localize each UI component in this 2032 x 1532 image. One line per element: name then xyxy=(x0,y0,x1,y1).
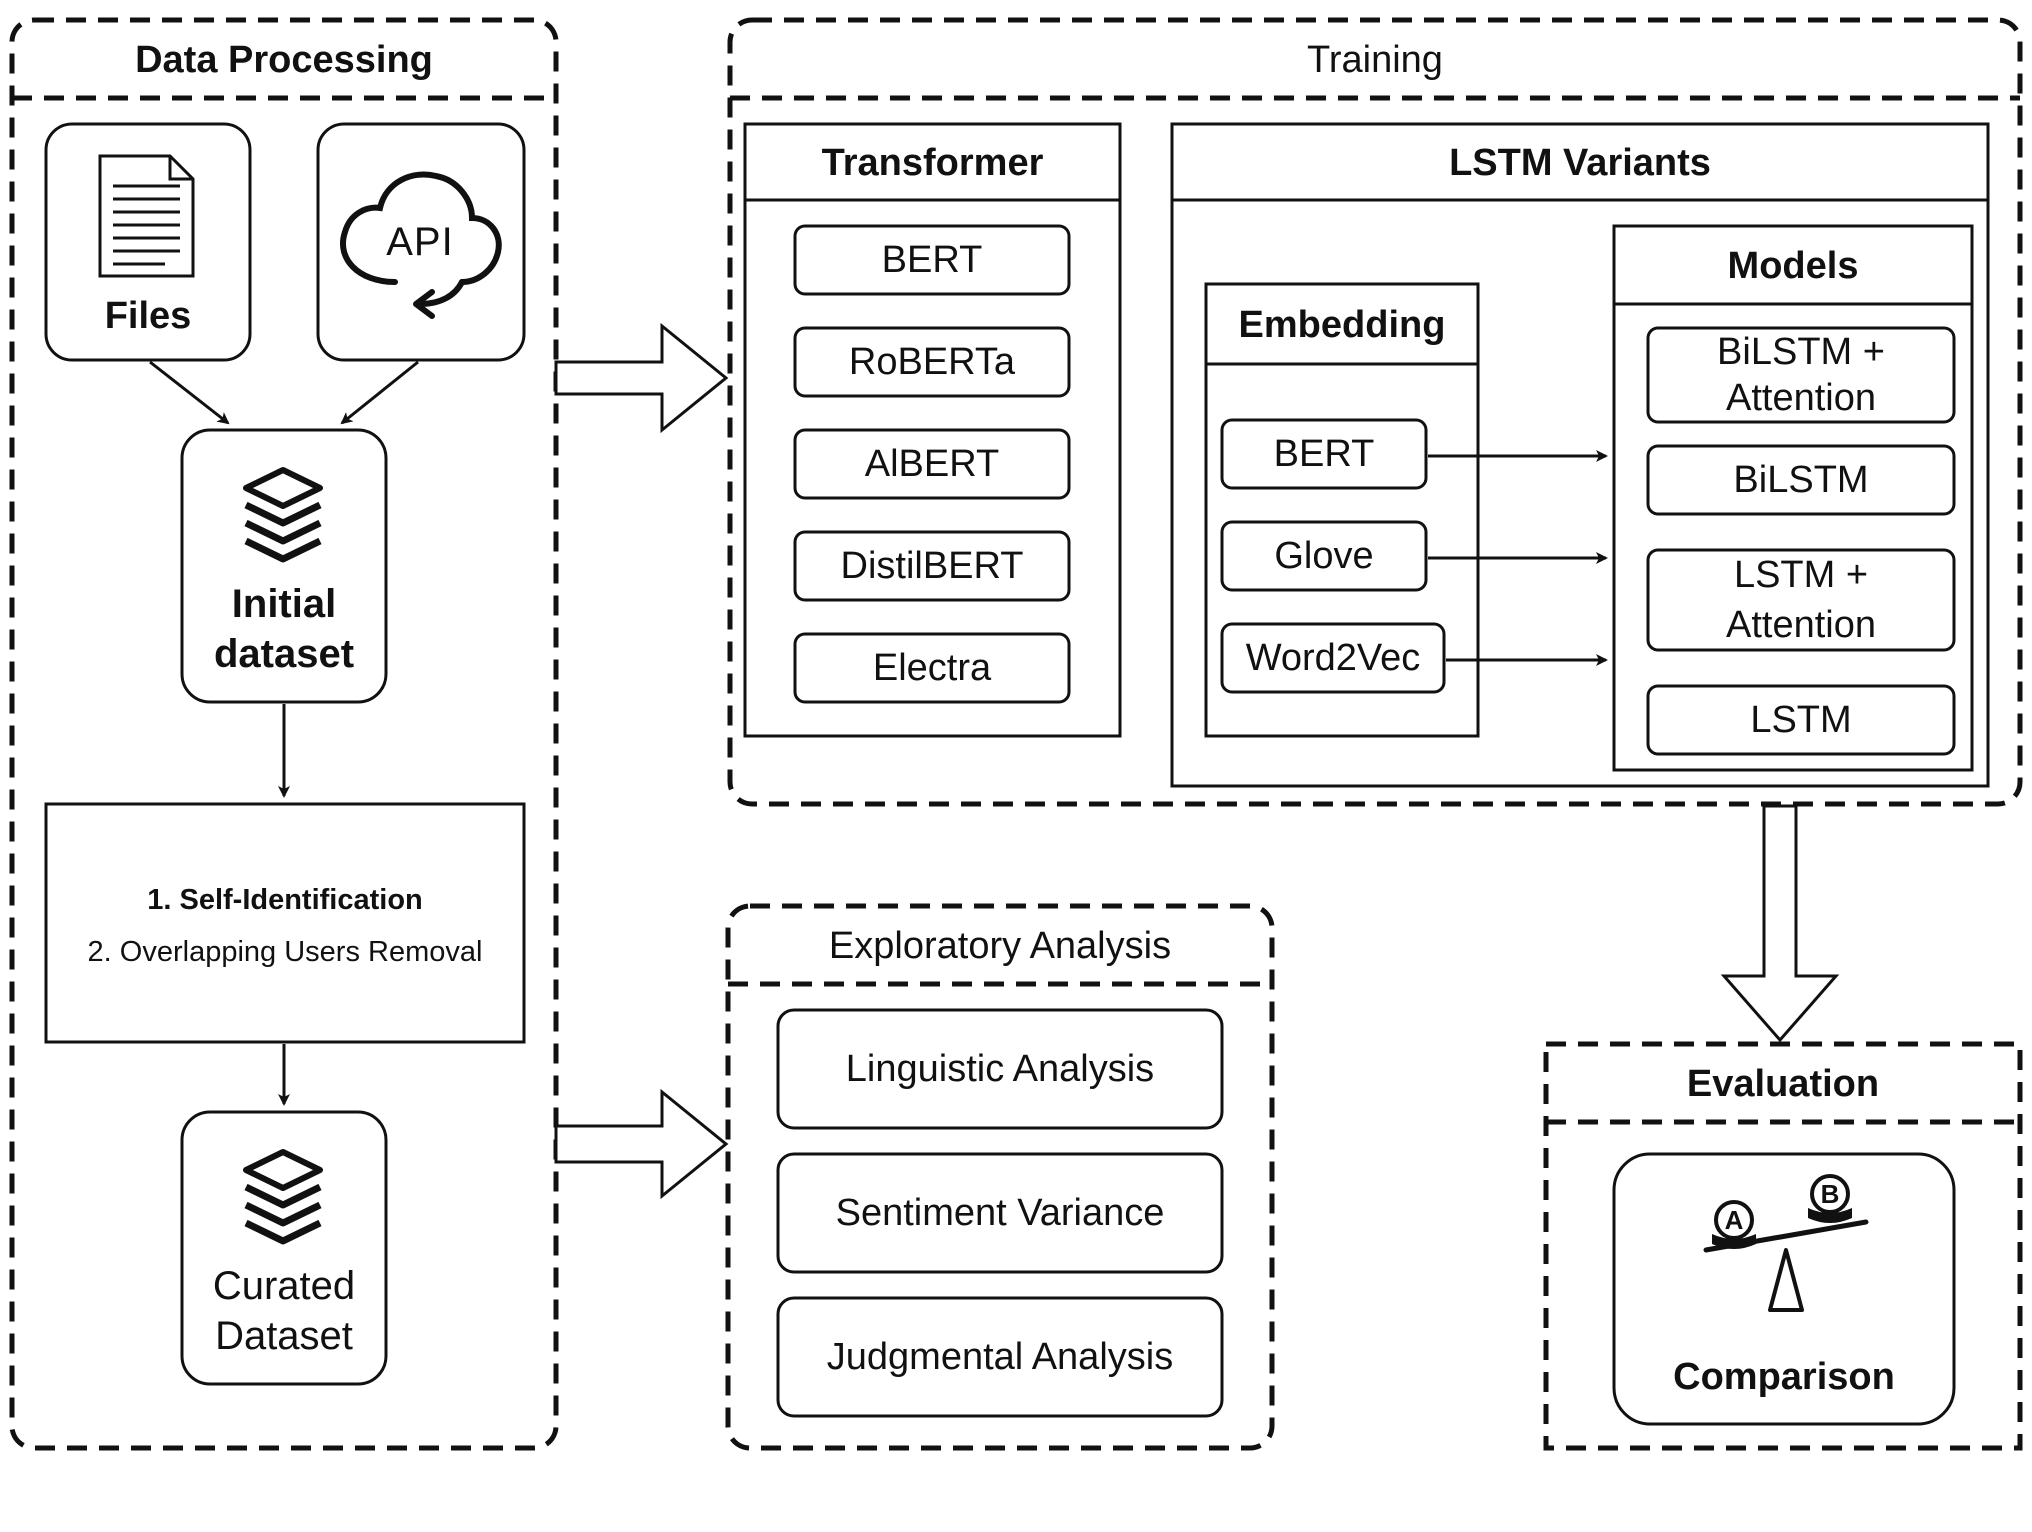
layers-icon-initial xyxy=(243,467,323,563)
api-label: API xyxy=(386,219,454,264)
models-title: Models xyxy=(1727,244,1859,287)
initial-dataset-label-line2: dataset xyxy=(213,631,355,676)
analysis-linguistic: Linguistic Analysis xyxy=(845,1047,1155,1090)
arrow-files-to-initial xyxy=(149,360,230,425)
transformer-model-box-bert xyxy=(793,224,1071,296)
embedding-item-box-bert xyxy=(1220,418,1428,490)
step-self-identification: 1. Self-Identification xyxy=(147,883,423,916)
cloud-icon xyxy=(340,171,502,319)
step-overlapping-users-removal: 2. Overlapping Users Removal xyxy=(87,935,483,968)
embedding-item-bert: BERT xyxy=(1273,432,1375,475)
arrow-to-exploratory xyxy=(554,1088,729,1200)
arrow-to-training xyxy=(554,322,729,434)
lstm-model-bilstm: BiLSTM xyxy=(1733,458,1869,501)
transformer-model-box-electra xyxy=(793,632,1071,704)
transformer-model-box-distilbert xyxy=(793,530,1071,602)
curated-dataset-box xyxy=(180,1110,388,1386)
curated-dataset-label-line1: Curated xyxy=(212,1263,356,1308)
training-title: Training xyxy=(1307,38,1443,81)
curated-dataset-label-line2: Dataset xyxy=(215,1313,353,1358)
embedding-item-box-glove xyxy=(1220,520,1428,592)
lstm-model-bilstm-attention-line2: Attention xyxy=(1726,376,1876,419)
lstm-variants-title: LSTM Variants xyxy=(1449,141,1711,184)
balance-scale-icon xyxy=(1703,1174,1869,1312)
embedding-item-glove: Glove xyxy=(1274,534,1374,577)
lstm-model-bilstm-attention-line1: BiLSTM + xyxy=(1717,330,1885,373)
lstm-model-box-lstm-attention xyxy=(1646,548,1956,652)
data-processing-title: Data Processing xyxy=(135,38,433,81)
exploratory-analysis-title: Exploratory Analysis xyxy=(828,924,1172,967)
layers-icon-curated xyxy=(243,1149,323,1245)
transformer-model-electra: Electra xyxy=(872,646,992,689)
scale-label-b: B xyxy=(1820,1178,1840,1209)
evaluation-panel xyxy=(1543,1041,2023,1451)
transformer-model-albert: AlBERT xyxy=(864,442,1000,485)
analysis-judgmental: Judgmental Analysis xyxy=(826,1335,1174,1378)
arrow-api-to-initial xyxy=(340,360,419,425)
embedding-title: Embedding xyxy=(1238,303,1446,346)
lstm-model-box-lstm xyxy=(1646,684,1956,756)
lstm-model-box-bilstm-attention xyxy=(1646,326,1956,424)
lstm-model-lstm-attention-line2: Attention xyxy=(1726,603,1876,646)
analysis-sentiment-variance: Sentiment Variance xyxy=(835,1191,1165,1234)
files-label: Files xyxy=(104,294,192,337)
transformer-model-distilbert: DistilBERT xyxy=(840,544,1024,587)
steps-box xyxy=(44,802,526,1044)
arrow-training-to-evaluation xyxy=(1720,804,1840,1043)
transformer-model-bert: BERT xyxy=(881,238,983,281)
transformer-model-roberta: RoBERTa xyxy=(848,340,1016,383)
initial-dataset-box xyxy=(180,428,388,704)
analysis-box-linguistic xyxy=(776,1008,1224,1130)
analysis-box-judgmental xyxy=(776,1296,1224,1418)
data-processing-panel xyxy=(9,17,559,1451)
lstm-model-box-bilstm xyxy=(1646,444,1956,516)
initial-dataset-label-line1: Initial xyxy=(231,581,337,626)
scale-label-a: A xyxy=(1724,1204,1744,1235)
embedding-item-box-word2vec xyxy=(1220,622,1446,694)
analysis-box-sentiment xyxy=(776,1152,1224,1274)
lstm-model-lstm-attention-line1: LSTM + xyxy=(1733,553,1869,596)
evaluation-title: Evaluation xyxy=(1686,1062,1880,1105)
api-box xyxy=(316,122,526,362)
document-icon xyxy=(98,154,195,278)
comparison-label: Comparison xyxy=(1673,1355,1895,1398)
transformer-model-box-roberta xyxy=(793,326,1071,398)
training-panel xyxy=(727,17,2023,807)
embedding-item-word2vec: Word2Vec xyxy=(1245,636,1421,679)
transformer-model-box-albert xyxy=(793,428,1071,500)
exploratory-analysis-panel xyxy=(725,903,1275,1451)
lstm-model-lstm: LSTM xyxy=(1750,698,1852,741)
transformer-title: Transformer xyxy=(821,141,1044,184)
